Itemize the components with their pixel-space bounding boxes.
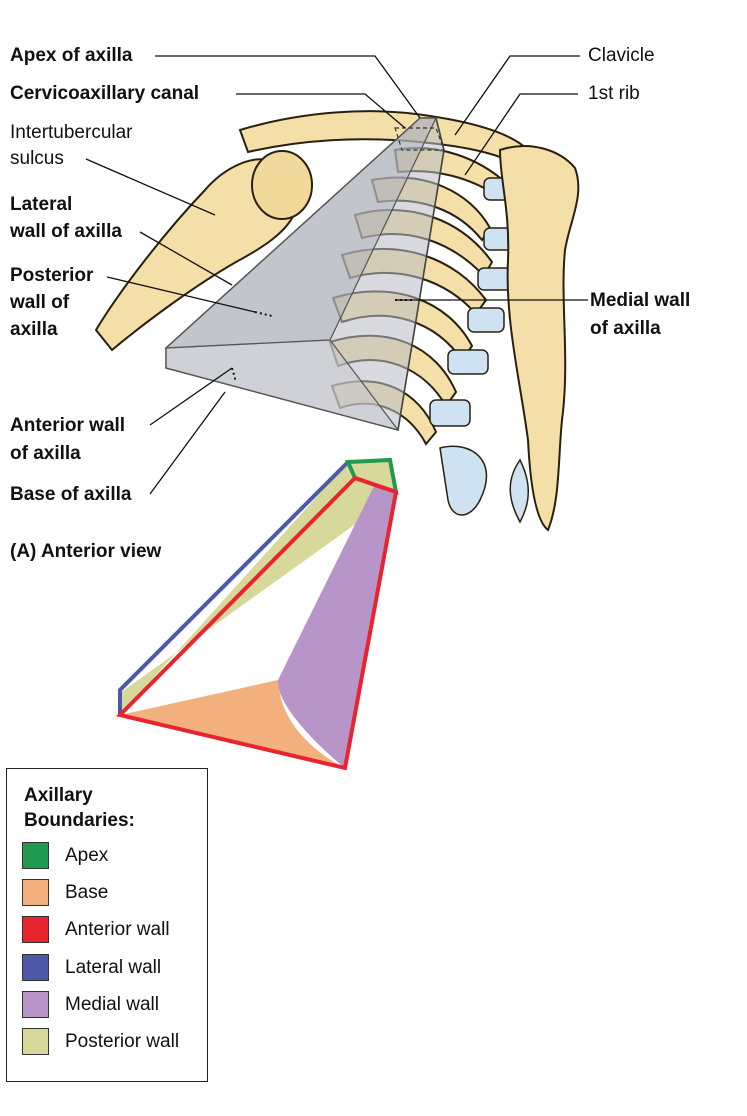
- lateral-wall-label-line1: Lateral: [10, 194, 73, 215]
- anterior-wall-label-line2: of axilla: [10, 443, 81, 464]
- legend-label-base: Base: [65, 882, 109, 903]
- cervicoaxillary-canal-label: Cervicoaxillary canal: [10, 83, 200, 104]
- legend-swatch-apex: [22, 842, 49, 869]
- anterior-wall-label-line1: Anterior wall: [10, 415, 126, 436]
- medial-wall-label-line2: of axilla: [590, 318, 661, 339]
- legend-swatch-medial-wall: [22, 991, 49, 1018]
- anterior-wall-outline: [116, 475, 399, 771]
- posterior-wall-label-line1: Posterior: [10, 265, 94, 286]
- base-of-axilla-label: Base of axilla: [10, 484, 132, 505]
- medial-wall-region: [277, 478, 396, 768]
- medial-wall-label-line1: Medial wall: [590, 290, 691, 311]
- leader-lines: [85, 55, 588, 495]
- apex-of-axilla-label: Apex of axilla: [10, 45, 133, 66]
- legend-swatch-anterior-wall: [22, 916, 49, 943]
- legend-label-anterior-wall: Anterior wall: [65, 919, 170, 940]
- boundary-schematic: [116, 457, 399, 771]
- legend-swatch-lateral-wall: [22, 954, 49, 981]
- sternum: [498, 145, 580, 532]
- legend-label-apex: Apex: [65, 845, 109, 866]
- lateral-wall-edge: [118, 460, 350, 715]
- base-region: [120, 680, 345, 768]
- posterior-wall-label-line3: axilla: [10, 319, 58, 340]
- intertubercular-sulcus-label-line1: Intertubercular: [10, 122, 133, 143]
- legend-swatch-base: [22, 879, 49, 906]
- first-rib-label: 1st rib: [588, 83, 640, 104]
- legend-swatch-posterior-wall: [22, 1028, 49, 1055]
- xiphoid-process: [509, 458, 529, 524]
- posterior-wall-label-line2: wall of: [10, 292, 70, 313]
- legend-title-line1: Axillary: [24, 785, 93, 806]
- legend-label-medial-wall: Medial wall: [65, 994, 159, 1015]
- legend-label-posterior-wall: Posterior wall: [65, 1031, 180, 1052]
- legend-title-line2: Boundaries:: [24, 810, 135, 831]
- humeral-head: [251, 150, 313, 220]
- axilla-pyramid: [164, 117, 445, 432]
- view-caption: (A) Anterior view: [10, 541, 162, 562]
- lateral-wall-label-line2: wall of axilla: [10, 221, 122, 242]
- legend: Axillary Boundaries: Apex Base Anterior …: [6, 768, 208, 1082]
- clavicle-label: Clavicle: [588, 45, 655, 66]
- legend-title: Axillary Boundaries:: [24, 783, 135, 833]
- legend-label-lateral-wall: Lateral wall: [65, 957, 162, 978]
- posterior-wall-region: [120, 462, 396, 715]
- intertubercular-sulcus-label-line2: sulcus: [10, 148, 64, 169]
